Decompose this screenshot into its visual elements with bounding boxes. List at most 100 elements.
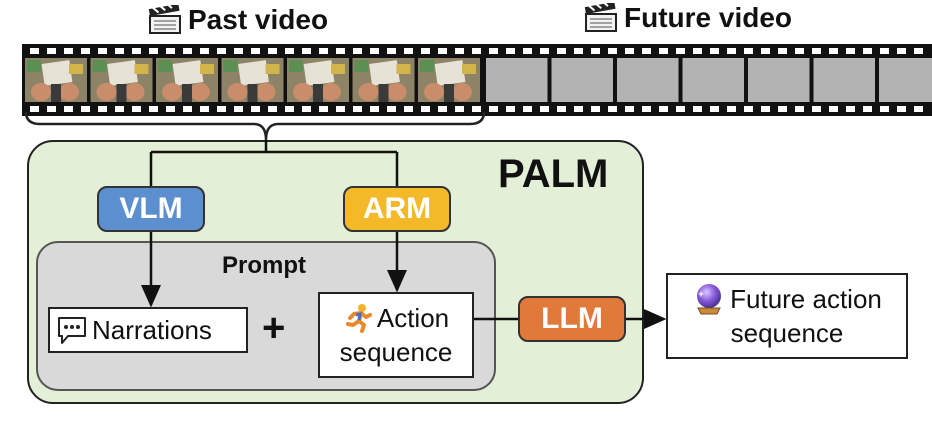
film-perforation [319, 106, 328, 112]
future-action-box: Future action sequence [666, 273, 908, 359]
film-perforation [217, 48, 226, 54]
film-perforation [285, 106, 294, 112]
future-label-line2: sequence [730, 318, 844, 348]
future-label-line1: Future action [730, 284, 882, 314]
film-perforation [47, 48, 56, 54]
film-perforation [642, 48, 651, 54]
film-perforation [166, 48, 175, 54]
film-perforation [761, 48, 770, 54]
film-perforation [319, 48, 328, 54]
film-perforation [727, 106, 736, 112]
film-perforation [268, 106, 277, 112]
film-perforation [846, 48, 855, 54]
film-perforation [693, 106, 702, 112]
film-perforation [693, 48, 702, 54]
past-video-frame [25, 58, 87, 102]
film-perforation [183, 48, 192, 54]
film-perforation [455, 48, 464, 54]
film-perforation [472, 106, 481, 112]
past-video-title: Past video [148, 4, 328, 36]
past-video-frame [156, 58, 218, 102]
film-perforation [200, 106, 209, 112]
film-perforation [676, 48, 685, 54]
film-perforation [710, 48, 719, 54]
future-video-frame [813, 58, 875, 102]
film-perforation [64, 106, 73, 112]
film-perforation [676, 106, 685, 112]
film-perforation [183, 106, 192, 112]
film-perforation [761, 106, 770, 112]
past-video-frame [352, 58, 415, 102]
film-perforation [744, 48, 753, 54]
film-perforation [47, 106, 56, 112]
film-perforation [795, 48, 804, 54]
film-perforation [625, 106, 634, 112]
action-label-line1: Action [376, 303, 450, 333]
film-perforation [421, 106, 430, 112]
film-perforation [778, 106, 787, 112]
llm-box: LLM [518, 296, 626, 342]
film-perforation [251, 48, 260, 54]
film-perforations [30, 48, 923, 112]
film-perforation [846, 106, 855, 112]
film-perforation [404, 106, 413, 112]
film-perforation [659, 48, 668, 54]
narrations-box: Narrations [48, 307, 248, 353]
film-perforation [166, 106, 175, 112]
film-perforation [98, 106, 107, 112]
action-sequence-box: Action sequence [318, 292, 474, 378]
film-perforation [404, 48, 413, 54]
past-video-frame [90, 58, 153, 102]
film-perforation [489, 106, 498, 112]
arm-box: ARM [343, 186, 451, 232]
film-perforation [914, 48, 923, 54]
film-perforation [557, 48, 566, 54]
film-perforation [710, 106, 719, 112]
film-perforation [149, 106, 158, 112]
film-perforation [591, 106, 600, 112]
film-perforation [353, 48, 362, 54]
film-perforation [608, 106, 617, 112]
film-perforation [302, 48, 311, 54]
film-perforation [574, 106, 583, 112]
future-video-title: Future video [584, 2, 792, 34]
film-perforation [795, 106, 804, 112]
film-perforation [234, 106, 243, 112]
film-perforation [642, 106, 651, 112]
palm-title: PALM [498, 152, 609, 196]
film-perforation [302, 106, 311, 112]
film-perforation [81, 106, 90, 112]
film-perforation [149, 48, 158, 54]
film-perforation [472, 48, 481, 54]
film-perforation [812, 48, 821, 54]
film-perforation [438, 48, 447, 54]
past-video-label: Past video [188, 4, 329, 35]
film-perforation [353, 106, 362, 112]
film-perforation [217, 106, 226, 112]
film-perforation [64, 48, 73, 54]
plus-sign: + [262, 306, 286, 350]
film-perforation [30, 106, 39, 112]
film-perforation [812, 106, 821, 112]
prompt-title: Prompt [222, 252, 306, 279]
past-video-brace [24, 111, 486, 140]
film-perforation [863, 106, 872, 112]
film-perforation [608, 48, 617, 54]
film-perforation [115, 48, 124, 54]
film-perforation [370, 48, 379, 54]
running-person-icon [345, 304, 372, 333]
film-perforation [727, 48, 736, 54]
film-perforation [659, 106, 668, 112]
film-perforation [778, 48, 787, 54]
clapperboard-icon [148, 5, 181, 34]
film-perforation [880, 106, 889, 112]
film-perforation [829, 106, 838, 112]
film-strip [22, 44, 932, 140]
film-perforation [897, 48, 906, 54]
film-perforation [234, 48, 243, 54]
film-perforation [438, 106, 447, 112]
film-perforation [387, 48, 396, 54]
film-perforation [251, 106, 260, 112]
film-perforation [268, 48, 277, 54]
